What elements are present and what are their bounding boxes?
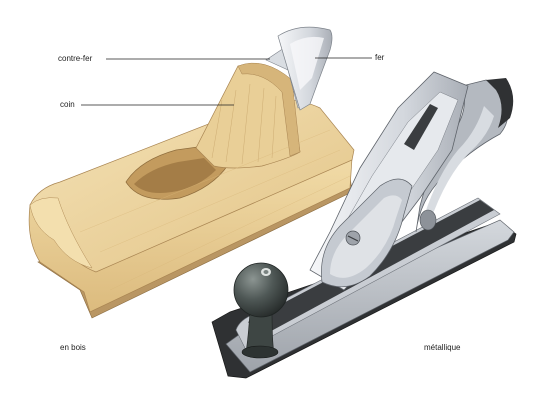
label-en-bois: en bois bbox=[60, 343, 86, 352]
label-contre-fer: contre-fer bbox=[58, 54, 93, 63]
metal-plane-icon bbox=[211, 71, 517, 379]
label-metallique: métallique bbox=[424, 343, 461, 352]
label-fer: fer bbox=[375, 53, 385, 62]
leader-lines bbox=[81, 57, 372, 106]
label-coin: coin bbox=[60, 100, 75, 109]
wooden-plane-icon bbox=[28, 26, 355, 319]
